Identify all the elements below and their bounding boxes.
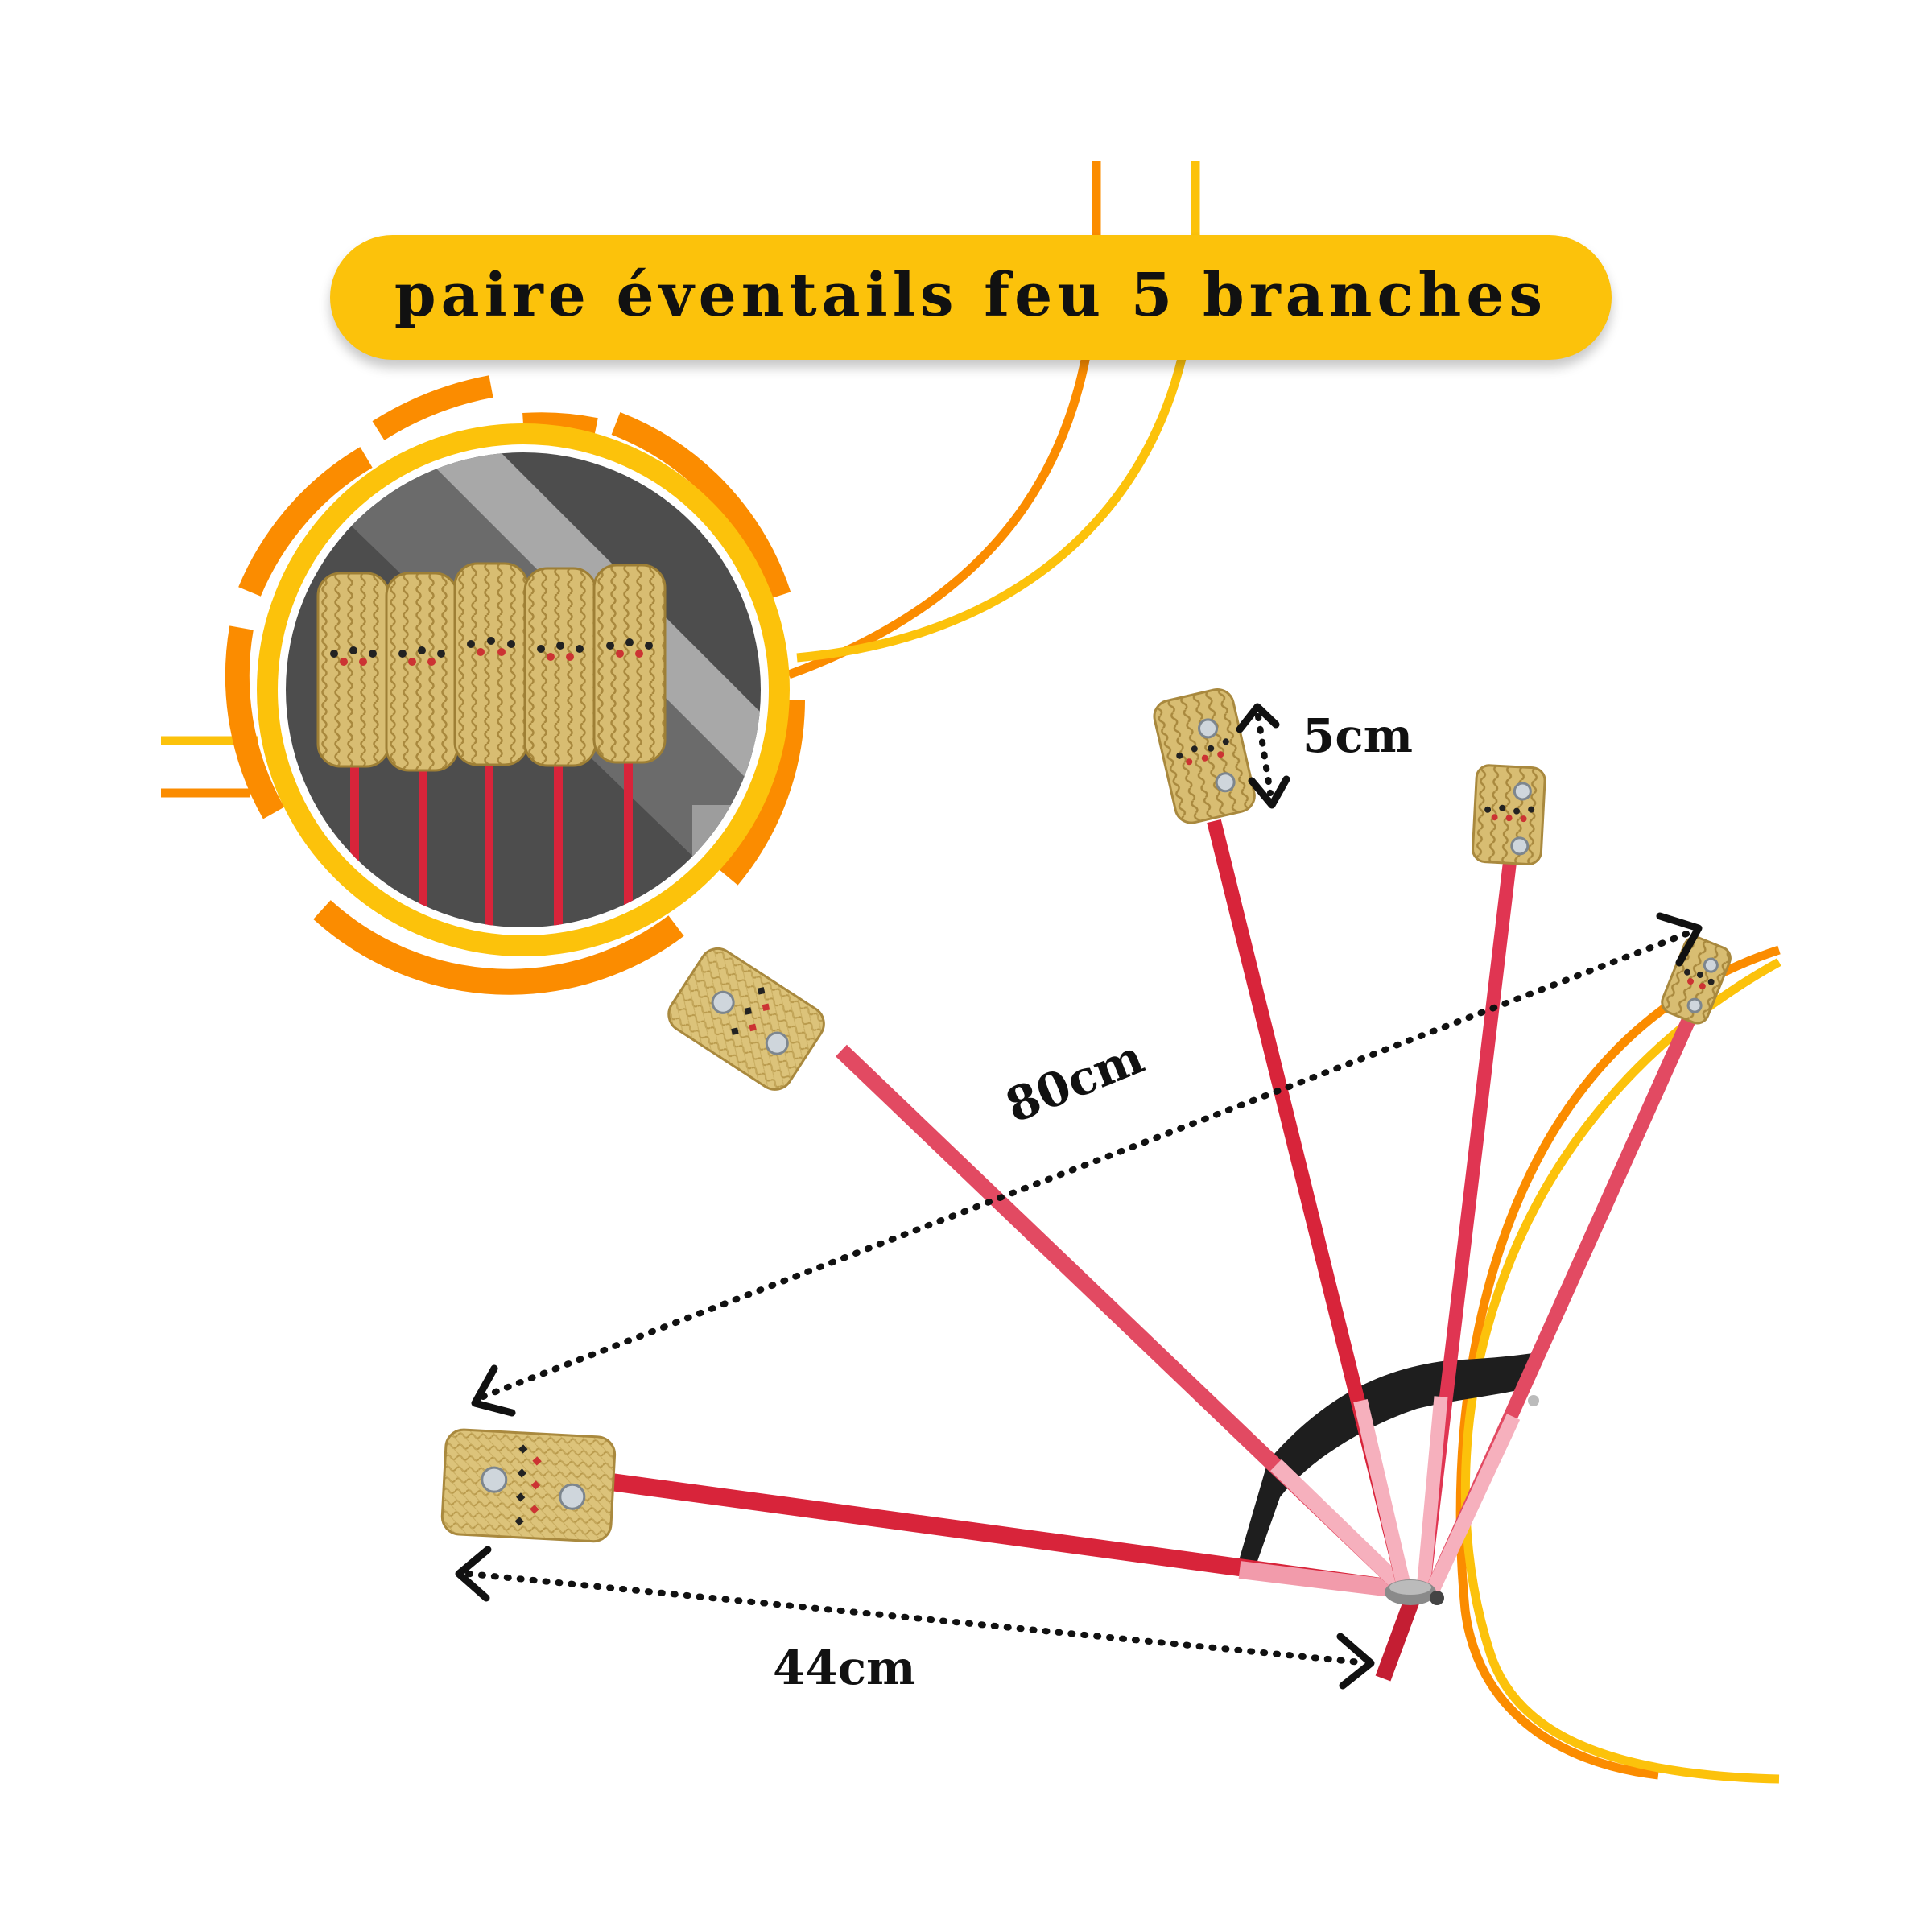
title-banner: paire éventails feu 5 branches [330,235,1612,360]
wick-4 [1472,764,1546,865]
wick-3 [1153,687,1256,824]
branch-length-arrow [465,1571,1364,1666]
wick-2 [667,947,825,1091]
fan-pivot [1385,1395,1539,1605]
branch-length-label: 44cm [773,1641,916,1695]
wick-5 [1661,935,1732,1025]
total-span-arrow [480,931,1690,1400]
inset-rods [350,749,633,927]
title-text: paire éventails feu 5 branches [394,260,1548,330]
fire-fan [440,687,1732,1682]
wick-1 [440,1428,617,1543]
wick-height-label: 5cm [1302,708,1414,763]
dimension-arrows [455,703,1703,1690]
wick-height-arrow [1255,713,1274,796]
wick-closeup-inset [225,375,805,995]
inset-wicks [316,562,667,772]
